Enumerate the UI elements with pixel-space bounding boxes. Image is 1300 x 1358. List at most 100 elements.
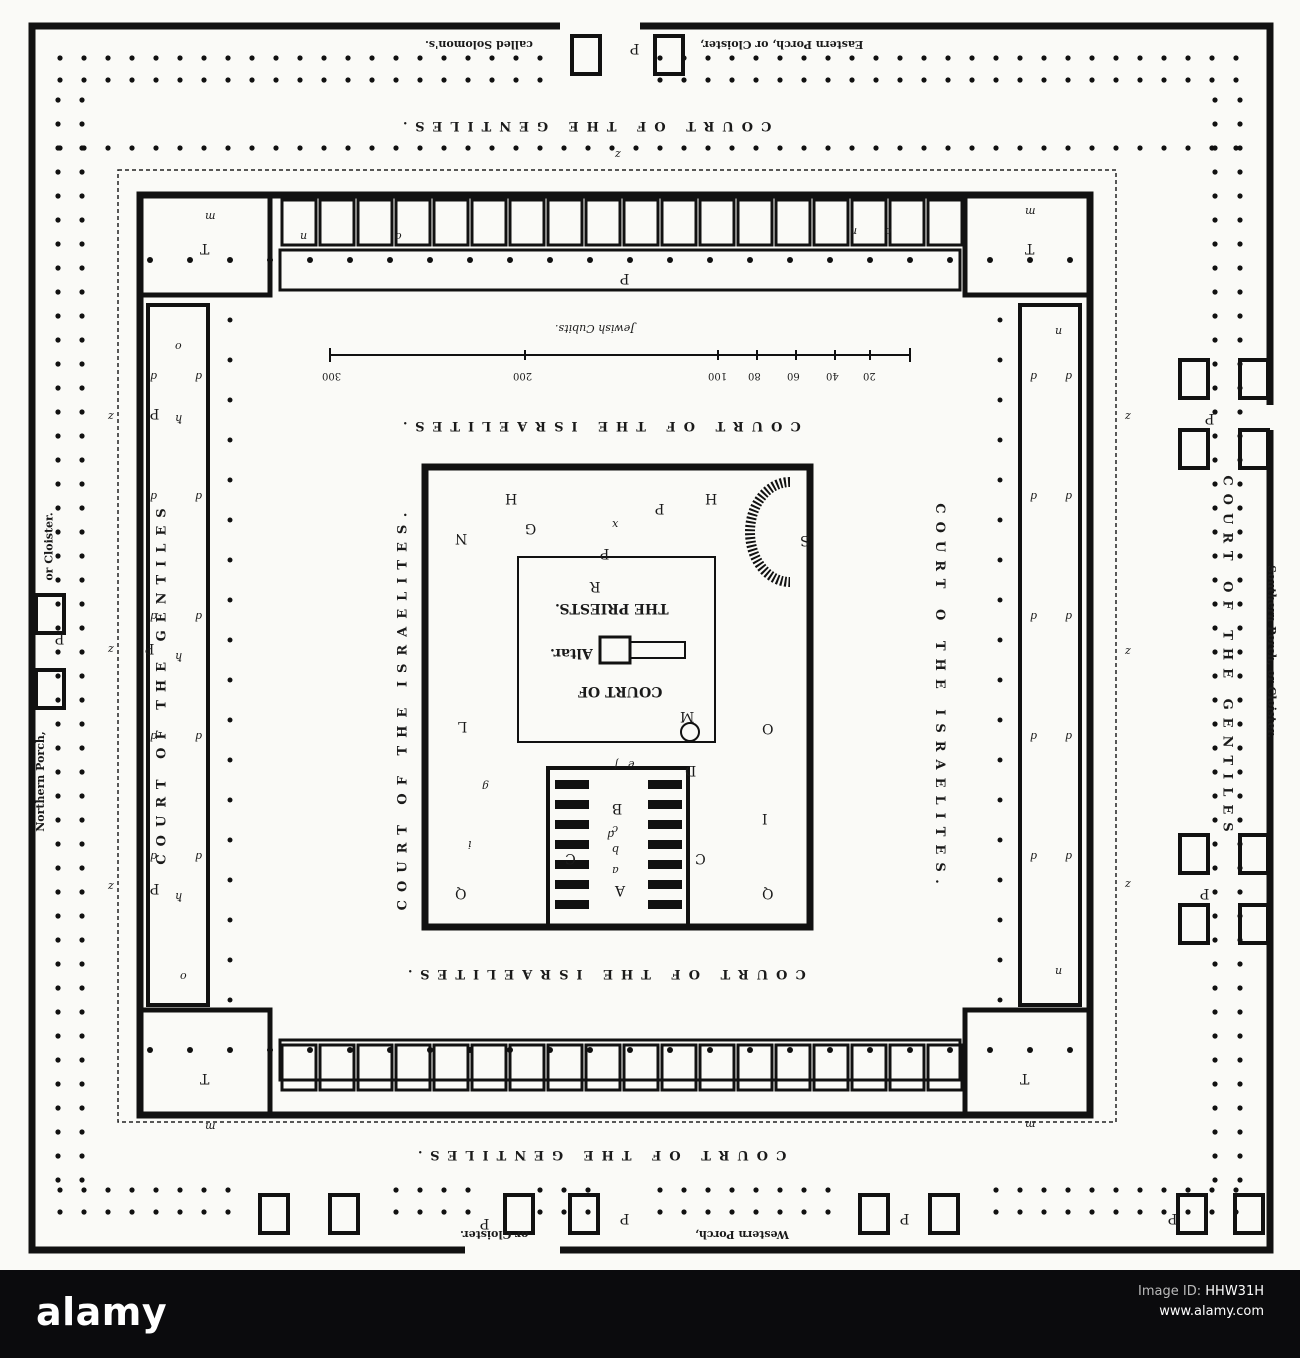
column-dot	[79, 769, 85, 775]
column-dot	[897, 77, 903, 83]
column-dot	[79, 1009, 85, 1015]
column-dot	[105, 1209, 111, 1215]
column-dot	[465, 77, 471, 83]
column-dot	[777, 1187, 783, 1193]
column-dot	[1237, 937, 1243, 943]
column-dot	[55, 937, 61, 943]
plan-letter-m: m	[205, 210, 216, 223]
column-dot	[267, 257, 273, 263]
court-gentiles-right: COURT OF THE GENTILES	[1219, 475, 1235, 840]
column-dot	[1237, 625, 1243, 631]
column-dot	[81, 55, 87, 61]
column-dot	[249, 145, 255, 151]
column-dot	[1237, 745, 1243, 751]
column-dot	[1237, 193, 1243, 199]
column-dot	[1041, 77, 1047, 83]
soreg-boundary	[117, 169, 1117, 1123]
column-dot	[1185, 1209, 1191, 1215]
column-dot	[849, 55, 855, 61]
column-dot	[997, 357, 1003, 363]
column-dot	[705, 77, 711, 83]
column-dot	[993, 77, 999, 83]
column-dot	[667, 257, 673, 263]
column-dot	[1237, 169, 1243, 175]
column-dot	[55, 385, 61, 391]
column-dot	[705, 55, 711, 61]
court-israelites-left: COURT OF THE ISRAELITES.	[395, 504, 411, 911]
column-dot	[997, 837, 1003, 843]
sanctuary-rib	[555, 840, 589, 849]
column-dot	[1212, 529, 1218, 535]
column-dot	[57, 55, 63, 61]
chamber-cell	[356, 1043, 394, 1092]
column-dot	[55, 145, 61, 151]
plan-letter-z: z	[1125, 878, 1131, 891]
column-dot	[249, 55, 255, 61]
sanctuary-rib	[648, 780, 682, 789]
brand-text: alamy	[36, 1290, 168, 1334]
porch-gate	[1176, 1193, 1208, 1235]
column-dot	[1212, 145, 1218, 151]
column-dot	[1237, 433, 1243, 439]
column-dot	[79, 505, 85, 511]
column-dot	[417, 1187, 423, 1193]
column-dot	[1212, 289, 1218, 295]
plan-letter-d: d	[150, 610, 158, 623]
scale-bar	[329, 348, 911, 362]
column-dot	[681, 55, 687, 61]
column-dot	[79, 337, 85, 343]
column-dot	[187, 257, 193, 263]
column-dot	[225, 1209, 231, 1215]
plan-letter-d: d	[195, 370, 203, 383]
column-dot	[465, 145, 471, 151]
column-dot	[55, 793, 61, 799]
chamber-cell	[812, 1043, 850, 1092]
column-dot	[227, 677, 233, 683]
column-dot	[79, 745, 85, 751]
column-dot	[465, 1209, 471, 1215]
plan-letter-a: a	[612, 864, 619, 877]
column-dot	[1237, 697, 1243, 703]
plan-letter-n: n	[1055, 965, 1063, 978]
column-dot	[79, 865, 85, 871]
column-dot	[1067, 257, 1073, 263]
plan-letter-z: z	[1125, 410, 1131, 423]
column-dot	[1237, 721, 1243, 727]
column-dot	[393, 1187, 399, 1193]
scale-tick-label: 100	[708, 370, 728, 381]
plan-letter-n: n	[300, 230, 308, 243]
scale-tick-label: 300	[322, 370, 342, 381]
inner-wall	[136, 191, 1094, 1119]
column-dot	[153, 1187, 159, 1193]
court-israelites-right: COURT O THE ISRAELITES.	[931, 503, 947, 892]
scale-tick-label: 200	[513, 370, 533, 381]
column-dot	[57, 77, 63, 83]
column-dot	[997, 437, 1003, 443]
southern-porch-label: Southern Porch, or Cloister.	[1264, 565, 1278, 738]
plan-letter-O: O	[762, 720, 774, 736]
plan-letter-z: z	[108, 410, 114, 423]
column-dot	[777, 1209, 783, 1215]
column-dot	[55, 673, 61, 679]
column-dot	[55, 1057, 61, 1063]
outer-wall	[28, 22, 1274, 1254]
column-dot	[707, 257, 713, 263]
column-dot	[1212, 673, 1218, 679]
column-dot	[57, 1187, 63, 1193]
northern-porch-label: Northern Porch,	[33, 731, 47, 832]
column-dot	[1212, 361, 1218, 367]
western-porch-label: Western Porch,	[695, 1228, 789, 1241]
column-dot	[81, 77, 87, 83]
column-dot	[55, 625, 61, 631]
chamber-cell	[318, 198, 356, 247]
column-dot	[777, 77, 783, 83]
column-dot	[1185, 145, 1191, 151]
porch-gate	[34, 593, 66, 635]
column-dot	[201, 1209, 207, 1215]
plan-letter-A: A	[615, 882, 626, 898]
column-dot	[801, 55, 807, 61]
plan-letter-T: T	[1020, 1070, 1030, 1086]
plan-letter-P: P	[630, 40, 640, 56]
porch-gate	[1238, 833, 1270, 875]
column-dot	[1212, 601, 1218, 607]
